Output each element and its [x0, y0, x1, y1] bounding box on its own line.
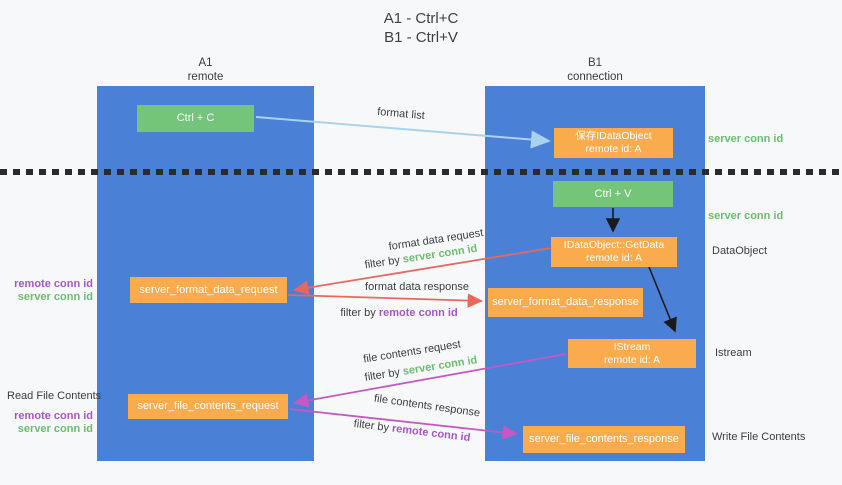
idataobject-getdata-box: IDataObject::GetData remote id: A [551, 237, 677, 267]
save-dataobject-line1: 保存IDataObject [575, 130, 652, 142]
left-conn-id-group-bottom: remote conn id server conn id [0, 410, 93, 436]
dotted-divider [0, 169, 842, 175]
column-header-a1: A1 remote [97, 56, 314, 84]
save-dataobject-line2: remote id: A [585, 143, 642, 155]
column-header-b1: B1 connection [485, 56, 705, 84]
istream-line2: remote id: A [603, 353, 661, 366]
getdata-line2: remote id: A [585, 252, 643, 264]
server-file-contents-request-box: server_file_contents_request [128, 394, 288, 419]
remote-conn-id-text: remote conn id [391, 422, 471, 445]
read-file-contents-annotation: Read File Contents [7, 390, 102, 402]
format-data-response-label: format data response [365, 281, 469, 293]
ctrl-c-box: Ctrl + C [137, 105, 254, 132]
istream-box: IStream remote id: A [568, 339, 696, 368]
server-format-data-request-box: server_format_data_request [130, 277, 287, 303]
server-conn-id-annotation-left-top: server conn id [17, 291, 93, 303]
ctrl-v-box: Ctrl + V [553, 181, 673, 207]
filter-by-remote-conn-id-label-1: filter by remote conn id [340, 307, 457, 319]
ctrl-v-label: Ctrl + V [594, 187, 632, 200]
filter-by-text: filter by [363, 253, 404, 272]
ctrl-c-label: Ctrl + C [176, 112, 215, 124]
filter-by-text: filter by [353, 417, 393, 435]
format-list-label: format list [376, 105, 426, 123]
format-request-label: server_format_data_request [139, 283, 278, 296]
server-conn-id-annotation-top: server conn id [708, 133, 784, 145]
column-a1-name: A1 [198, 57, 213, 69]
remote-conn-id-text: remote conn id [378, 307, 458, 319]
filter-by-remote-conn-id-label-2: filter by remote conn id [353, 418, 471, 444]
dataobject-annotation: DataObject [712, 245, 768, 257]
file-request-label: server_file_contents_request [137, 400, 279, 412]
server-conn-id-annotation-mid: server conn id [708, 210, 784, 222]
remote-conn-id-annotation-top: remote conn id [14, 278, 93, 290]
server-conn-id-annotation-left-bottom: server conn id [17, 423, 93, 435]
format-response-label: server_format_data_response [492, 296, 639, 308]
column-b1-name: B1 [587, 57, 603, 69]
write-file-contents-annotation: Write File Contents [712, 431, 806, 443]
getdata-line1: IDataObject::GetData [563, 239, 665, 251]
title-line-1: A1 - Ctrl+C [383, 10, 459, 27]
istream-annotation: Istream [715, 347, 752, 359]
format-data-response-arrow [287, 293, 483, 308]
diagram-title: A1 - Ctrl+C B1 - Ctrl+V [281, 9, 561, 47]
column-b1-subtitle: connection [567, 71, 623, 83]
column-a1-subtitle: remote [187, 71, 224, 83]
server-file-contents-response-box: server_file_contents_response [523, 426, 685, 453]
server-format-data-response-box: server_format_data_response [488, 288, 643, 317]
title-line-2: B1 - Ctrl+V [384, 29, 458, 46]
save-dataobject-box: 保存IDataObject remote id: A [554, 128, 673, 158]
file-contents-response-label: file contents response [373, 392, 481, 420]
filter-by-text: filter by [340, 307, 379, 319]
filter-by-text: filter by [363, 365, 404, 384]
remote-conn-id-annotation-bottom: remote conn id [14, 410, 93, 422]
left-conn-id-group-top: remote conn id server conn id [0, 278, 93, 304]
istream-line1: IStream [613, 340, 651, 353]
file-response-label: server_file_contents_response [529, 433, 679, 445]
